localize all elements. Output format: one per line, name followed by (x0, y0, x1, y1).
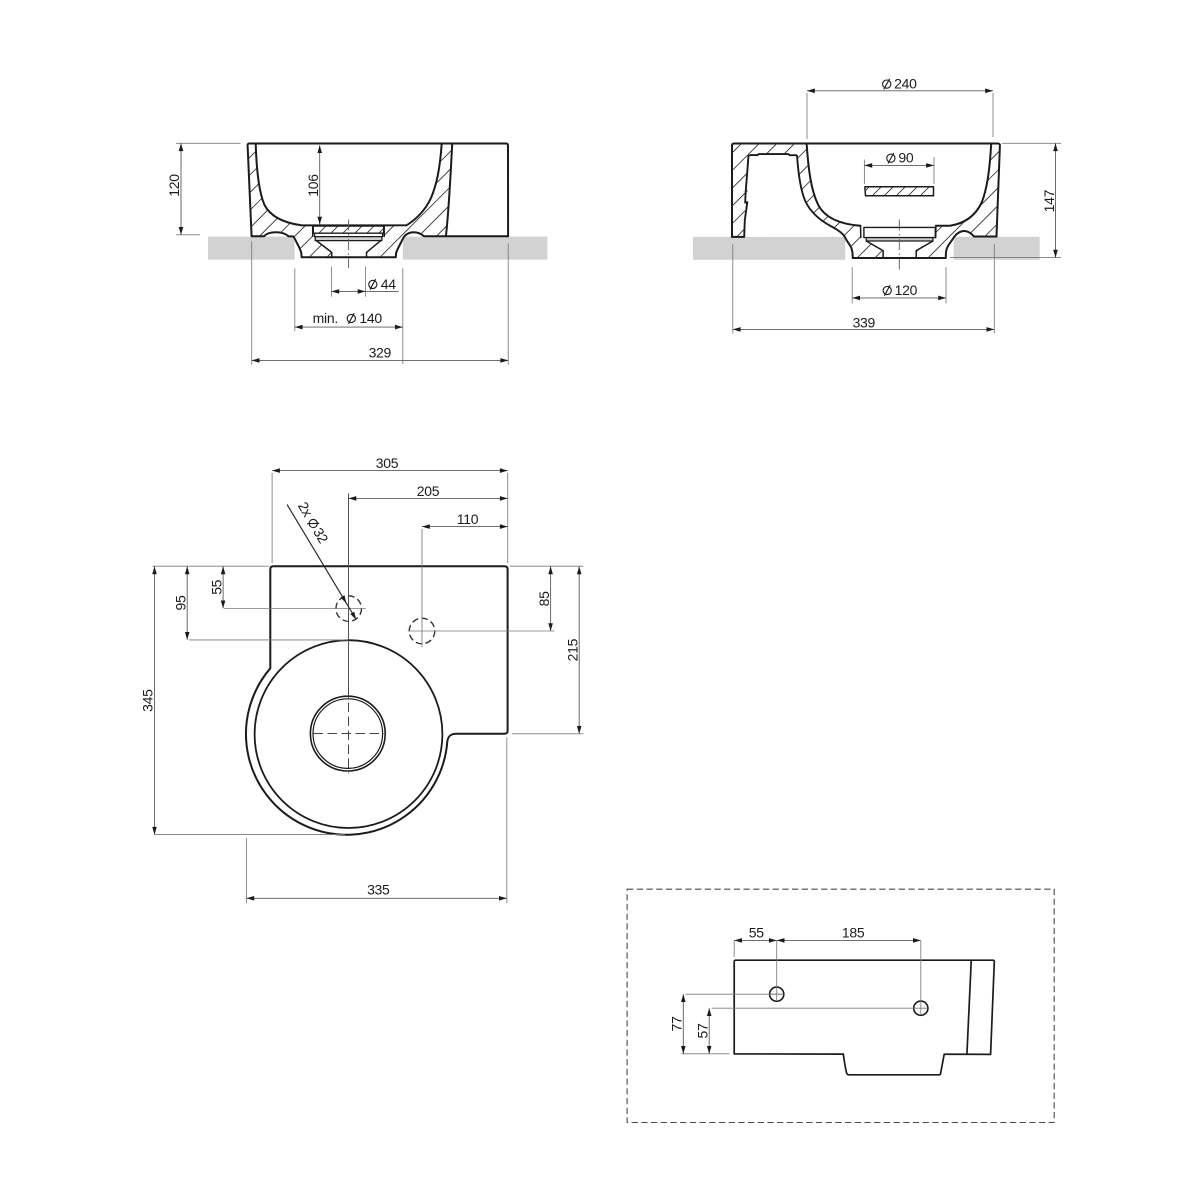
svg-text:55: 55 (749, 925, 764, 941)
svg-text:55: 55 (208, 579, 224, 594)
svg-text:240: 240 (894, 76, 917, 92)
svg-text:185: 185 (842, 925, 865, 941)
svg-text:147: 147 (1041, 189, 1057, 212)
svg-text:305: 305 (376, 455, 399, 471)
svg-text:95: 95 (172, 595, 188, 610)
svg-text:205: 205 (417, 483, 440, 499)
svg-text:140: 140 (359, 310, 382, 326)
svg-text:335: 335 (367, 882, 390, 898)
svg-text:345: 345 (140, 689, 156, 712)
svg-text:339: 339 (853, 314, 876, 330)
svg-text:215: 215 (564, 638, 580, 661)
svg-text:120: 120 (895, 282, 918, 298)
svg-text:120: 120 (166, 174, 182, 197)
svg-text:90: 90 (898, 150, 913, 166)
svg-text:329: 329 (369, 344, 392, 360)
svg-text:110: 110 (457, 511, 479, 527)
svg-text:77: 77 (669, 1016, 685, 1031)
svg-text:min.: min. (313, 310, 338, 326)
svg-text:85: 85 (536, 591, 552, 606)
svg-text:57: 57 (694, 1023, 710, 1038)
svg-text:44: 44 (381, 276, 396, 292)
svg-text:106: 106 (305, 174, 321, 197)
